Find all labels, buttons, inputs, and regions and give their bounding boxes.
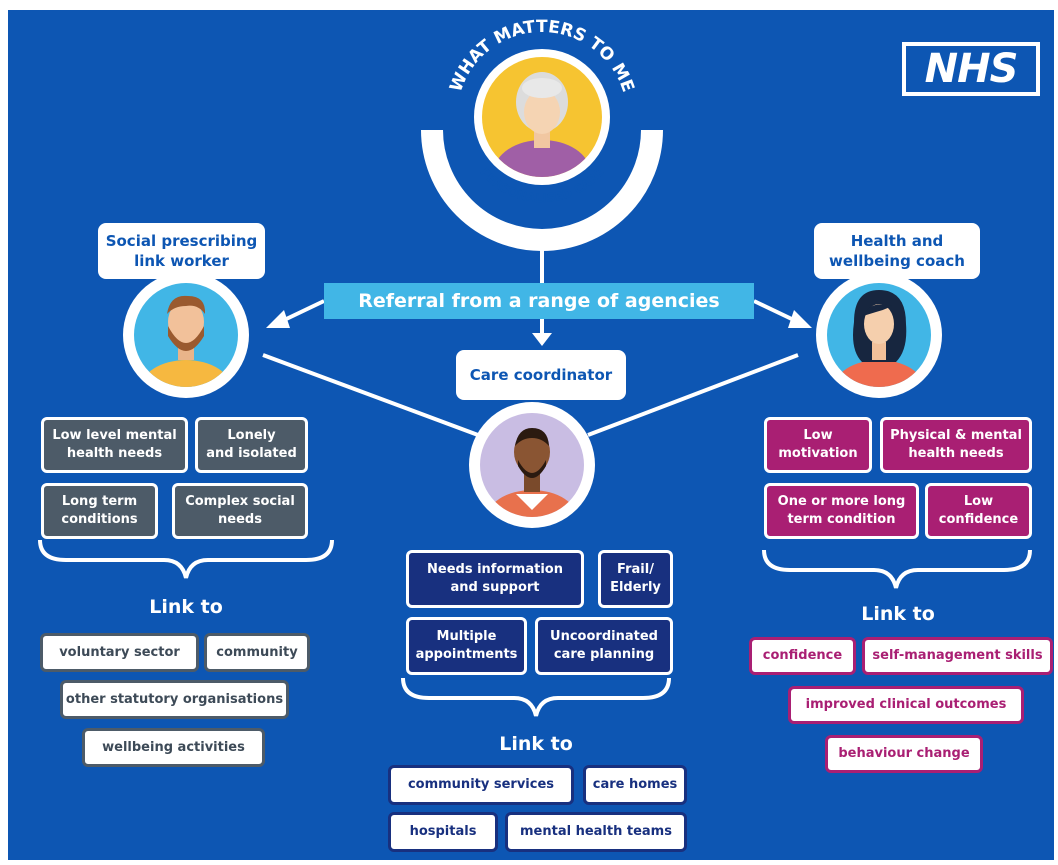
need-box: Multiple appointments — [406, 617, 527, 675]
care-diagram: WHAT MATTERS TO ME PERSONALISED CARE — [8, 10, 1054, 860]
link-to-heading-left: Link to — [149, 596, 223, 618]
role-label-care-coordinator: Care coordinator — [456, 350, 626, 400]
link-item: self-management skills — [862, 637, 1053, 675]
nhs-logo: NHS — [902, 42, 1040, 96]
need-box: Uncoordinated care planning — [535, 617, 673, 675]
need-box: Low confidence — [925, 483, 1032, 539]
coordinator-man-icon — [469, 402, 595, 528]
link-to-heading-right: Link to — [861, 603, 935, 625]
bracket-center — [401, 677, 671, 717]
need-box: Lonely and isolated — [195, 417, 308, 473]
arrow-left-icon — [266, 299, 325, 328]
elderly-person-icon: WHAT MATTERS TO ME PERSONALISED CARE — [421, 17, 663, 251]
link-item: mental health teams — [505, 812, 687, 852]
bearded-man-icon — [123, 272, 249, 398]
need-box: Low level mental health needs — [41, 417, 188, 473]
diagram-graphics: WHAT MATTERS TO ME PERSONALISED CARE — [38, 17, 1032, 717]
need-box: Complex social needs — [172, 483, 308, 539]
link-item: voluntary sector — [40, 633, 199, 672]
arrow-right-icon — [753, 299, 812, 328]
link-item: wellbeing activities — [82, 728, 265, 767]
arrow-down-icon — [532, 319, 552, 346]
need-box: Physical & mental health needs — [880, 417, 1032, 473]
need-box: Low motivation — [764, 417, 872, 473]
need-box: Long term conditions — [41, 483, 158, 539]
bracket-left — [38, 539, 334, 579]
link-item: confidence — [749, 637, 856, 675]
role-label-wellbeing-coach: Health and wellbeing coach — [814, 223, 980, 279]
need-box: Needs information and support — [406, 550, 584, 608]
referral-banner: Referral from a range of agencies — [324, 283, 754, 319]
need-box: Frail/ Elderly — [598, 550, 673, 608]
bracket-right — [762, 549, 1032, 589]
link-item: behaviour change — [825, 735, 983, 773]
nhs-logo-text: NHS — [906, 46, 1036, 92]
link-to-heading-center: Link to — [499, 733, 573, 755]
role-label-link-worker: Social prescribing link worker — [98, 223, 265, 279]
link-item: care homes — [583, 765, 687, 805]
need-box: One or more long term condition — [764, 483, 919, 539]
connector-line — [262, 353, 479, 437]
link-item: other statutory organisations — [60, 680, 289, 719]
link-item: improved clinical outcomes — [788, 686, 1024, 724]
link-item: community — [204, 633, 310, 672]
woman-coach-icon — [816, 272, 942, 398]
link-item: community services — [388, 765, 574, 805]
connector-line — [587, 353, 799, 437]
link-item: hospitals — [388, 812, 498, 852]
